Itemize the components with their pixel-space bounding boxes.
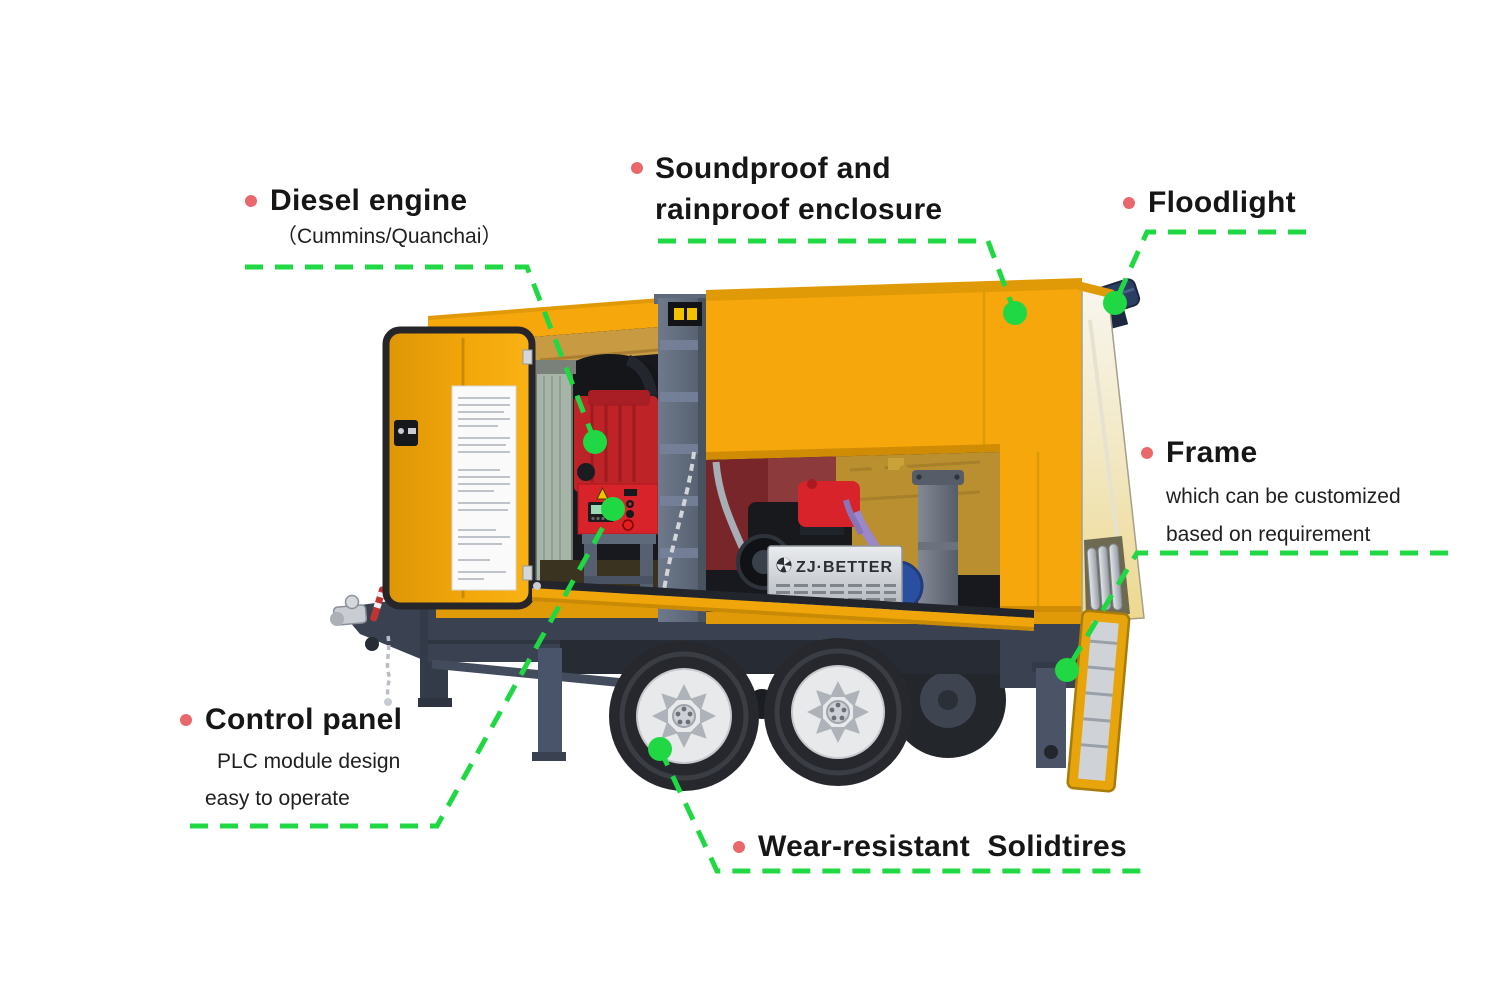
pump-compartment: ZJ·BETTER xyxy=(706,452,1000,620)
diesel-engine-block xyxy=(574,396,658,492)
rear-ladder xyxy=(1066,609,1131,793)
center-column xyxy=(654,294,710,622)
hose-coils xyxy=(1084,536,1130,618)
leader-tires xyxy=(657,747,1143,874)
right-upper-door xyxy=(706,284,1082,460)
engine-compartment xyxy=(532,327,658,600)
annotation-frame: Frame which can be customized based on r… xyxy=(1141,434,1401,554)
right-face-strip xyxy=(1000,448,1082,622)
door-latch xyxy=(394,420,418,446)
enclosure-end-face xyxy=(1078,281,1145,623)
annotation-tires: Wear-resistant Solidtires xyxy=(733,828,1127,866)
leader-diesel-engine xyxy=(245,264,598,443)
bullet-icon xyxy=(733,841,745,853)
callout-dot-icon xyxy=(583,430,607,454)
callout-dot-icon xyxy=(601,497,625,521)
fold-down-tray xyxy=(532,580,1034,631)
warning-triangle-icon xyxy=(596,486,609,500)
annotation-diesel-engine: Diesel engine （Cummins/Quanchai） xyxy=(245,182,502,252)
safety-chain xyxy=(385,635,392,699)
callout-lines xyxy=(190,229,1448,874)
leader-frame xyxy=(1064,550,1448,672)
annotation-title: Diesel engine xyxy=(270,184,468,217)
bullet-icon xyxy=(1123,197,1135,209)
brand-plate-text: ZJ·BETTER xyxy=(796,559,893,576)
annotation-floodlight: Floodlight xyxy=(1123,184,1296,222)
annotation-line: based on requirement xyxy=(1166,523,1371,546)
leader-control-panel xyxy=(190,507,616,829)
callout-dot-icon xyxy=(1103,291,1127,315)
annotation-title: Control panel xyxy=(205,703,403,736)
annotation-line: PLC module design xyxy=(217,750,401,773)
leader-floodlight xyxy=(1112,229,1306,305)
annotation-title: Floodlight xyxy=(1148,186,1296,219)
latch-lever xyxy=(370,586,386,622)
wheel-rear xyxy=(764,638,912,786)
enclosure-left-section xyxy=(382,296,686,618)
door-hinge xyxy=(522,565,533,581)
door-document xyxy=(451,385,517,591)
emergency-stop-button xyxy=(622,519,634,531)
annotation-line: which can be customized xyxy=(1166,485,1401,508)
radiator xyxy=(535,371,573,587)
annotation-enclosure: Soundproof and rainproof enclosure xyxy=(631,148,942,230)
fuel-tank xyxy=(798,481,860,527)
annotation-line: easy to operate xyxy=(205,787,350,810)
mid-support-leg xyxy=(538,648,562,756)
door-hinge xyxy=(522,349,533,365)
enclosure-right-section: ZJ·BETTER xyxy=(706,278,1082,624)
support-chain xyxy=(662,451,696,591)
column-sticker xyxy=(668,302,702,326)
open-door xyxy=(382,326,536,610)
tongue-hole xyxy=(365,637,379,651)
annotation-title: Wear-resistant Solidtires xyxy=(758,830,1128,863)
callout-dots xyxy=(583,291,1127,761)
callout-dot-icon xyxy=(1003,301,1027,325)
wheel-front xyxy=(609,641,759,791)
bullet-icon xyxy=(1141,447,1153,459)
annotation-title: rainproof enclosure xyxy=(655,193,943,226)
trailer-hitch xyxy=(330,586,392,706)
leader-enclosure xyxy=(658,238,1018,314)
annotation-control-panel: Control panel PLC module design easy to … xyxy=(180,701,402,817)
annotation-title: Frame xyxy=(1166,436,1258,469)
callout-dot-icon xyxy=(648,737,672,761)
rear-leg-hole xyxy=(1044,745,1058,759)
bullet-icon xyxy=(631,162,643,174)
callout-dot-icon xyxy=(1055,658,1079,682)
bullet-icon xyxy=(245,195,257,207)
annotation-title: Soundproof and xyxy=(655,152,891,185)
annotation-subtitle: （Cummins/Quanchai） xyxy=(276,225,503,248)
bullet-icon xyxy=(180,714,192,726)
